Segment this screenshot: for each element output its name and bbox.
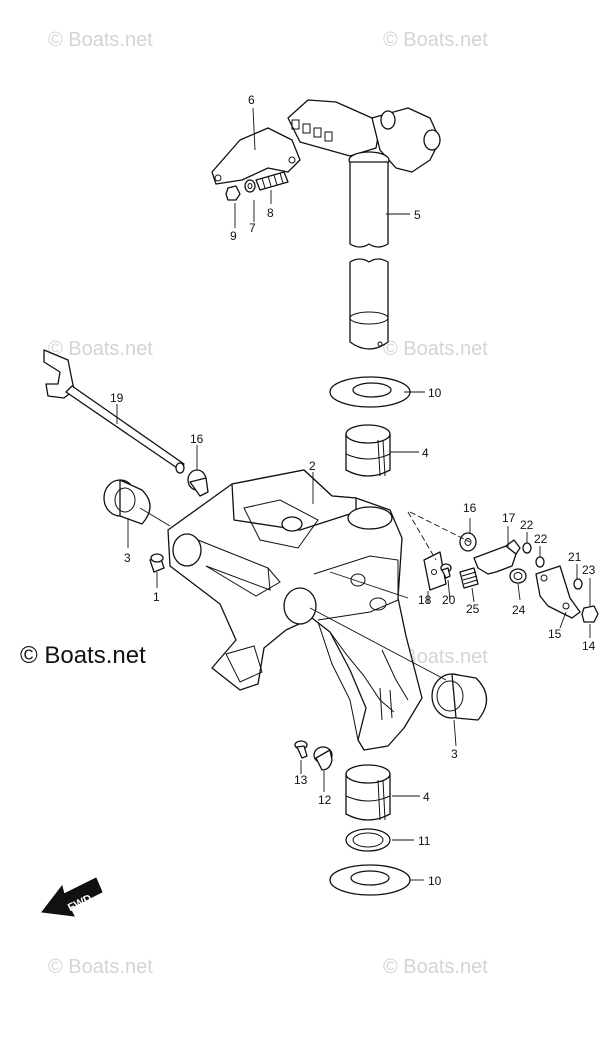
part-2-swivel-bracket[interactable] — [167, 469, 423, 751]
callout-8: 8 — [267, 206, 274, 220]
watermark: © Boats.net — [48, 338, 153, 360]
callout-5: 5 — [414, 208, 421, 222]
part-25-spring[interactable] — [459, 567, 479, 589]
leader-lines — [116, 107, 591, 881]
watermark: © Boats.net — [383, 338, 488, 360]
fwd-arrow-icon: FWD — [41, 877, 103, 917]
callout-11: 11 — [418, 834, 431, 848]
part-11-washer[interactable] — [345, 828, 391, 852]
callout-21: 21 — [568, 550, 582, 564]
part-22-washer[interactable] — [522, 542, 532, 554]
part-1-grease-nipple[interactable] — [149, 553, 165, 573]
callout-13: 13 — [294, 773, 308, 787]
callout-24: 24 — [512, 603, 526, 617]
callout-23: 23 — [582, 563, 596, 577]
part-17-lever[interactable] — [473, 539, 521, 575]
part-19-lever[interactable] — [43, 349, 185, 474]
part-7-washer[interactable] — [244, 179, 256, 193]
callout-15: 15 — [548, 627, 562, 641]
part-5-steering-head[interactable] — [287, 99, 441, 173]
part-4-bushing-upper[interactable] — [345, 424, 391, 477]
callout-9: 9 — [230, 229, 237, 243]
part-18-plate[interactable] — [423, 551, 447, 591]
callout-16: 16 — [190, 432, 204, 446]
part-10-washer-lower[interactable] — [329, 864, 411, 896]
part-13-bolt[interactable] — [294, 740, 308, 759]
callout-10: 10 — [428, 874, 442, 888]
part-15-link[interactable] — [535, 565, 581, 619]
watermark: © Boats.net — [383, 956, 488, 978]
callout-1: 1 — [153, 590, 160, 604]
callout-12: 12 — [318, 793, 332, 807]
callout-20: 20 — [442, 593, 456, 607]
callout-4: 4 — [423, 790, 430, 804]
callout-3: 3 — [124, 551, 131, 565]
part-9-nut[interactable] — [225, 185, 241, 201]
callout-6: 6 — [248, 93, 255, 107]
callout-22: 22 — [534, 532, 548, 546]
callout-22: 22 — [520, 518, 534, 532]
callout-7: 7 — [249, 221, 256, 235]
callout-17: 17 — [502, 511, 516, 525]
callout-16: 16 — [463, 501, 477, 515]
part-16-bush-left[interactable] — [187, 469, 209, 497]
watermarks: © Boats.net © Boats.net © Boats.net © Bo… — [48, 29, 488, 978]
watermark: © Boats.net — [383, 29, 488, 51]
part-22-washer[interactable] — [535, 556, 545, 568]
callout-25: 25 — [466, 602, 480, 616]
watermark: © Boats.net — [48, 956, 153, 978]
watermark: © Boats.net — [48, 29, 153, 51]
part-12-spacer[interactable] — [313, 746, 333, 771]
part-10-washer-upper[interactable] — [329, 376, 411, 408]
callout-2: 2 — [309, 459, 316, 473]
part-16-bush-right[interactable] — [459, 532, 477, 552]
callout-18: 18 — [418, 593, 432, 607]
part-21-washer[interactable] — [573, 578, 583, 590]
callout-14: 14 — [582, 639, 596, 653]
copyright-text: © Boats.net — [20, 642, 146, 669]
part-3-bushing-right[interactable] — [431, 673, 488, 721]
callout-3: 3 — [451, 747, 458, 761]
part-5-shaft[interactable] — [349, 161, 389, 350]
part-4-bushing-lower[interactable] — [345, 764, 391, 821]
callout-19: 19 — [110, 391, 124, 405]
part-8-stud[interactable] — [255, 171, 289, 191]
callout-10: 10 — [428, 386, 442, 400]
part-3-bushing-left[interactable] — [103, 479, 151, 525]
part-6-bracket[interactable] — [211, 127, 301, 185]
callouts: 6 7 8 9 5 10 4 19 16 2 3 1 16 17 22 22 2… — [110, 93, 596, 888]
part-14-nut[interactable] — [581, 605, 599, 623]
part-20-screw[interactable] — [440, 563, 452, 579]
callout-4: 4 — [422, 446, 429, 460]
part-24-collar[interactable] — [509, 568, 527, 584]
